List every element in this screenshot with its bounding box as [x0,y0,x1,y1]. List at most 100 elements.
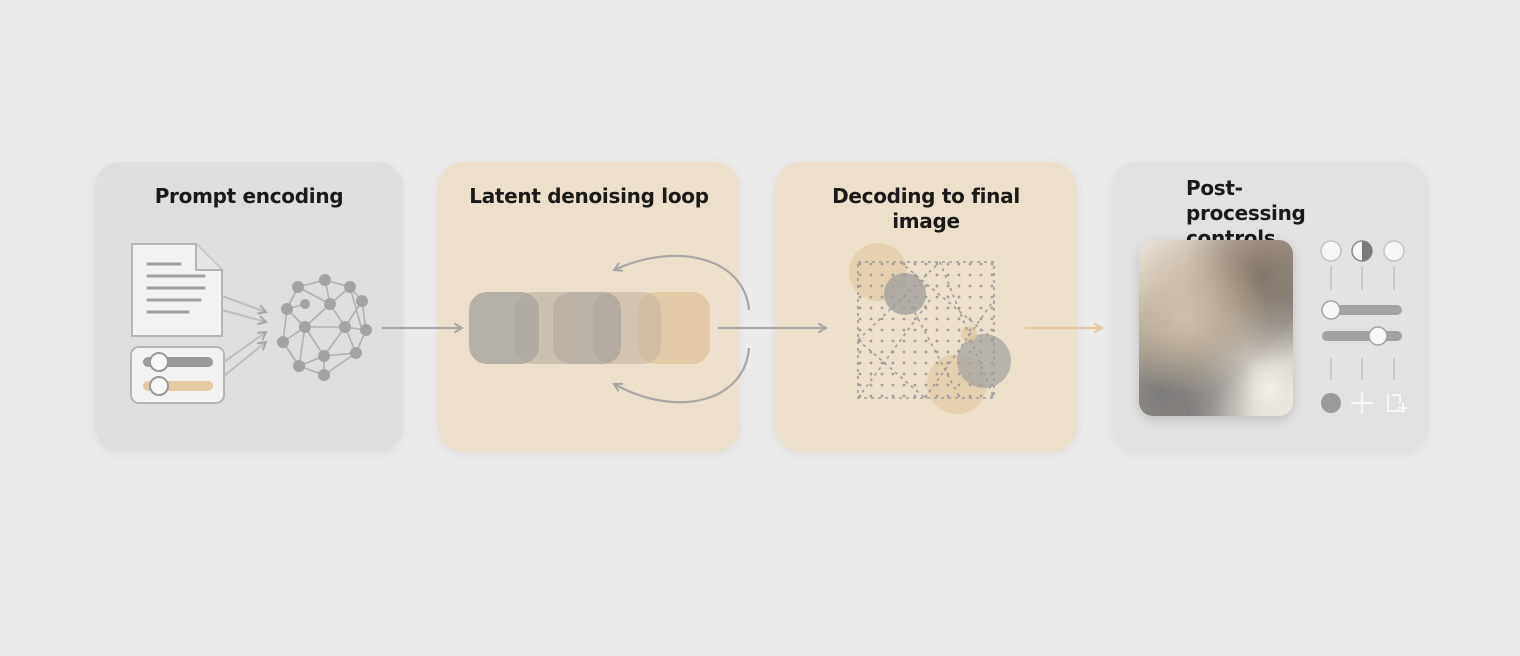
grid-dot [902,317,906,321]
grid-dot [990,328,994,332]
grid-dot [946,306,950,310]
grid-dot [902,383,906,387]
image-preview [1139,240,1293,416]
grid-dot [990,306,994,310]
grid-dot [935,273,939,277]
grid-dot [935,317,939,321]
grid-dot [858,383,862,387]
grid-dot [957,328,961,332]
grid-dot [946,317,950,321]
grid-dot [979,273,983,277]
grid-dot [891,317,895,321]
grid-dot [869,295,873,299]
color-swatch-row [1320,240,1405,262]
grid-dot [858,361,862,365]
grid-dot [979,262,983,266]
grid-dot [869,317,873,321]
grid-dot [924,284,928,288]
grid-dot [902,350,906,354]
grid-dot [880,273,884,277]
grid-dot [891,306,895,310]
grid-dot [979,383,983,387]
grid-dot [891,361,895,365]
input-arrows [221,295,266,377]
grid-dot [869,339,873,343]
grid-dot [924,361,928,365]
grid-dot [935,284,939,288]
grid-dot [880,306,884,310]
grid-dot [968,350,972,354]
record-dot-icon[interactable] [1321,393,1341,413]
grid-dot [935,372,939,376]
grid-dot [869,394,873,398]
grid-dot [858,328,862,332]
grid-dot [946,262,950,266]
grid-dot [946,273,950,277]
grid-dot [990,372,994,376]
crop-rotate-icon[interactable] [1387,394,1408,413]
grid-dot [935,350,939,354]
adjustment-slider-1[interactable] [1321,300,1402,320]
grid-dot [979,350,983,354]
grid-dot [935,383,939,387]
adjustment-slider-2[interactable] [1322,326,1402,346]
grid-dot [979,372,983,376]
stage-title: Post-processing controls [1186,176,1361,251]
grid-dot [957,317,961,321]
grid-dot [946,295,950,299]
grid-dot [880,383,884,387]
grid-dot [902,306,906,310]
grid-dot [946,328,950,332]
grid-dot [968,284,972,288]
grid-dot [891,394,895,398]
stage-title: Decoding to final image [775,184,1077,234]
grid-dot [880,372,884,376]
grid-dot [990,394,994,398]
settings-card-icon [130,346,225,404]
grid-dot [957,372,961,376]
grid-dot [891,295,895,299]
grid-dot [946,350,950,354]
grid-dot [869,273,873,277]
grid-dot [913,361,917,365]
grid-dot [924,328,928,332]
grid-dot [946,383,950,387]
grid-dot [968,273,972,277]
grid-dot [858,273,862,277]
grid-dot [869,361,873,365]
stage-title: Latent denoising loop [469,184,709,208]
grid-dot [913,262,917,266]
decoder-wireframe [857,261,995,399]
stage-title-text: Post-processing controls [1186,176,1306,250]
grid-dot [990,317,994,321]
grid-dot [935,295,939,299]
grid-dot [891,284,895,288]
grid-dot [913,372,917,376]
grid-dot [990,284,994,288]
grid-dot [891,273,895,277]
grid-dot [935,306,939,310]
grid-dot [957,383,961,387]
grid-dot [880,328,884,332]
grid-dot [968,372,972,376]
grid-dot [858,262,862,266]
grid-dot [968,306,972,310]
grid-dot [957,273,961,277]
grid-dot [858,317,862,321]
document-icon [131,243,223,337]
grid-dot [891,372,895,376]
grid-dot [902,273,906,277]
grid-dot [880,317,884,321]
latent-blocks [469,292,710,364]
grid-dot [913,339,917,343]
grid-dot [924,295,928,299]
grid-dot [935,361,939,365]
grid-dot [990,361,994,365]
grid-dot [990,262,994,266]
grid-dot [880,350,884,354]
grid-dot [869,372,873,376]
crosshair-icon[interactable] [1350,391,1374,415]
grid-dot [913,295,917,299]
